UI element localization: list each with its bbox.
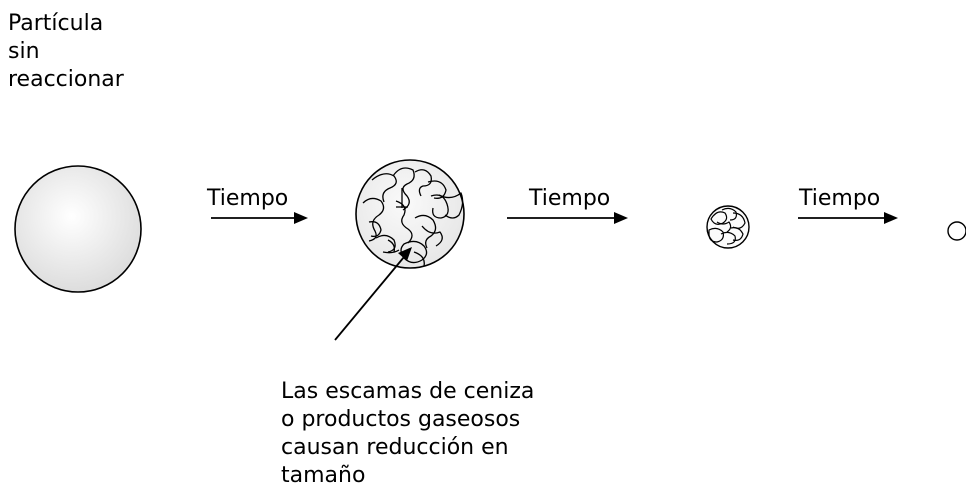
time-step-label-3: Tiempo [799,186,881,211]
time-step-label-1: Tiempo [207,186,289,211]
annotation-pointer [334,247,412,341]
time-arrow-3 [798,212,898,224]
initial-particle-label: Partícula sin reaccionar [8,11,124,92]
final-particle [947,221,966,241]
shrunken-particle [706,205,750,249]
time-arrow-2 [507,212,628,224]
time-step-label-2: Tiempo [529,186,611,211]
time-arrow-1 [211,212,308,224]
reacting-particle [355,159,465,269]
annotation-text: Las escamas de ceniza o productos gaseos… [281,379,535,488]
unreacted-particle [14,165,142,293]
